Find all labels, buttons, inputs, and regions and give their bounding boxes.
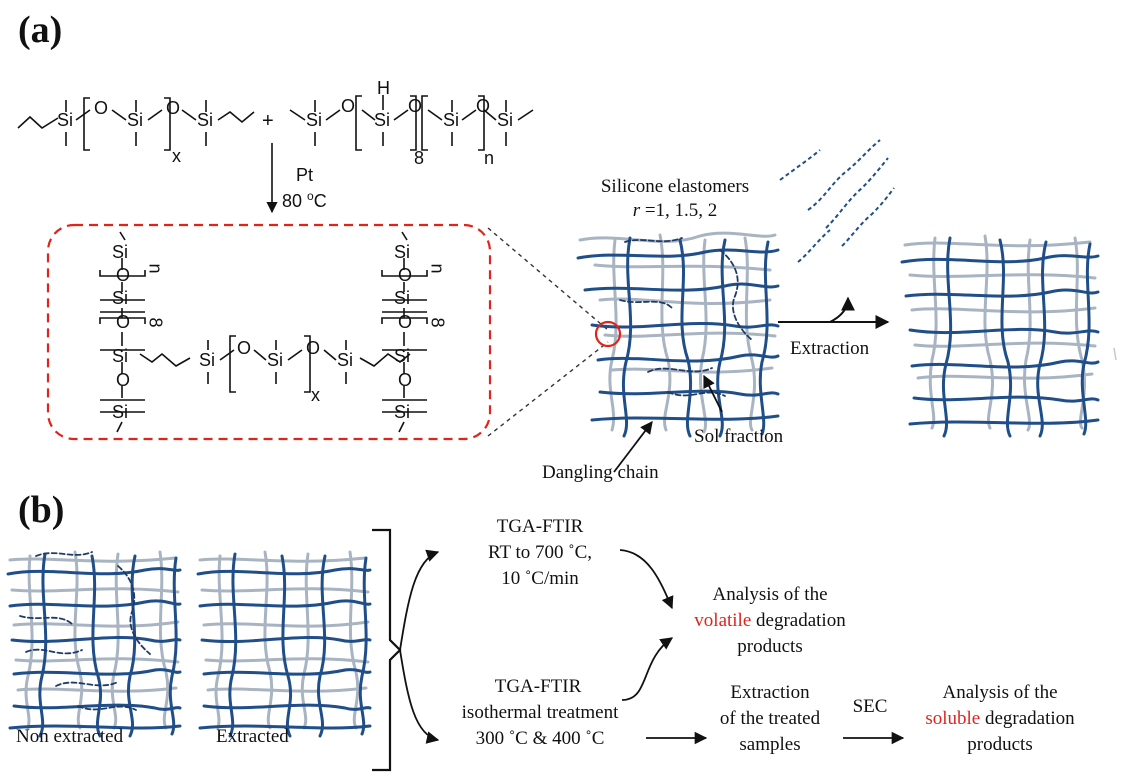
atom-o-2: O [166, 98, 181, 118]
network-after-extraction [900, 234, 1100, 438]
sol-fraction-label: Sol fraction [694, 426, 784, 447]
sol-fraction-arrow [703, 374, 723, 413]
temperature-label: 80 oC [282, 189, 327, 211]
product-si-b3: Si [337, 350, 354, 370]
product-o-r3: O [398, 370, 413, 390]
tga2-line2: isothermal treatment [461, 702, 619, 723]
analysis-volatile-line2: volatile degradation [694, 610, 846, 631]
branch-arrow-top [399, 549, 440, 651]
product-sub-8-l: 8 [145, 317, 166, 328]
tga2-to-volatile-arrow [621, 637, 674, 701]
product-sub-8-r: 8 [427, 317, 448, 328]
analysis-soluble-line3: products [967, 734, 1033, 755]
analysis-soluble-line1: Analysis of the [942, 682, 1058, 703]
ratio-values: r =1, 1.5, 2 [632, 200, 718, 221]
atom-si-1: Si [57, 110, 74, 130]
highlight-circle [594, 320, 622, 348]
dangling-chain-label: Dangling chain [542, 462, 659, 483]
product-si-r2: Si [394, 288, 411, 308]
subscript-n-1: n [484, 148, 495, 168]
zoom-line-bottom [487, 341, 609, 437]
product-si-r4: Si [394, 402, 411, 422]
extraction-curl-arrow [829, 296, 855, 323]
network-extracted [196, 550, 372, 738]
sec-label: SEC [852, 696, 888, 717]
subscript-8-1: 8 [414, 148, 425, 168]
extracted-sol-chains [779, 139, 895, 263]
zoom-line-top [487, 227, 609, 331]
subscript-x-1: x [172, 146, 181, 166]
analysis-soluble-line2: soluble degradation [925, 708, 1075, 729]
product-skeleton [99, 231, 428, 433]
plus-sign: + [262, 110, 274, 132]
product-o-l3: O [116, 370, 131, 390]
reactant-hydride-crosslinker [289, 95, 534, 151]
product-structure-box [46, 223, 492, 441]
product-sub-n-r: n [427, 263, 448, 274]
product-si-b1: Si [199, 350, 216, 370]
silicone-elastomers-title: Silicone elastomers [600, 176, 750, 197]
catalyst-label: Pt [296, 165, 314, 185]
tga1-line2: RT to 700 ˚C, [487, 542, 593, 563]
stray-mark [1113, 347, 1117, 361]
atom-o-4: O [408, 96, 423, 116]
atom-o-1: O [94, 98, 109, 118]
product-o-l2: O [116, 312, 131, 332]
product-o-r2: O [398, 312, 413, 332]
product-o-r1: O [398, 265, 413, 285]
atom-o-5: O [476, 96, 491, 116]
analysis-volatile-line1: Analysis of the [712, 584, 828, 605]
grouping-bracket [372, 528, 402, 772]
product-si-l2: Si [112, 288, 129, 308]
extraction-step-line3: samples [739, 734, 801, 755]
atom-si-3: Si [197, 110, 214, 130]
product-si-l1: Si [112, 242, 129, 262]
tga2-title: TGA-FTIR [494, 676, 582, 697]
extracted-label: Extracted [216, 726, 289, 747]
tga2-line3: 300 ˚C & 400 ˚C [475, 728, 605, 749]
product-si-r1: Si [394, 242, 411, 262]
atom-si-2: Si [127, 110, 144, 130]
product-o-l1: O [116, 265, 131, 285]
tga1-title: TGA-FTIR [496, 516, 584, 537]
network-before-extraction [576, 231, 780, 438]
dangling-chain-arrow [613, 420, 653, 473]
panel-label-a: (a) [18, 9, 63, 51]
extraction-step-line1: Extraction [730, 682, 810, 703]
product-si-b2: Si [267, 350, 284, 370]
non-extracted-label: Non extracted [16, 726, 124, 747]
tga1-to-volatile-arrow [619, 549, 674, 610]
atom-si-6: Si [443, 110, 460, 130]
branch-arrow-bottom [399, 649, 440, 744]
atom-si-7: Si [497, 110, 514, 130]
product-si-l3: Si [112, 346, 129, 366]
product-sub-x: x [311, 385, 320, 405]
atom-h: H [377, 78, 390, 98]
extraction-label: Extraction [790, 338, 870, 359]
extraction-step-line2: of the treated [719, 708, 821, 729]
atom-si-5: Si [374, 110, 391, 130]
product-si-l4: Si [112, 402, 129, 422]
atom-o-3: O [341, 96, 356, 116]
product-sub-n-l: n [145, 263, 166, 274]
network-non-extracted [6, 550, 182, 738]
panel-label-b: (b) [18, 489, 65, 531]
reactant-divinyl-pdms [17, 97, 255, 151]
tga1-line3: 10 ˚C/min [501, 568, 579, 589]
product-si-r3: Si [394, 346, 411, 366]
product-o-b1: O [237, 338, 252, 358]
analysis-volatile-line3: products [737, 636, 803, 657]
product-o-b2: O [306, 338, 321, 358]
atom-si-4: Si [306, 110, 323, 130]
